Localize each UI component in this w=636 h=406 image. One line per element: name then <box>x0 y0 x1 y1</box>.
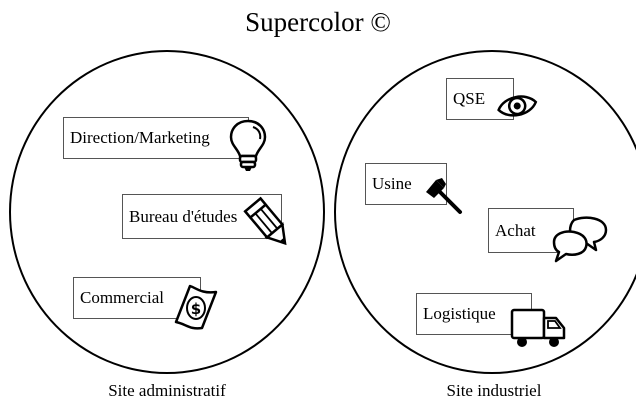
pencil-icon <box>243 196 296 250</box>
svg-text:$: $ <box>191 300 201 318</box>
money-icon: $ <box>174 284 218 332</box>
site-administratif-circle <box>9 50 325 374</box>
node-label: Bureau d'études <box>129 206 238 226</box>
hammer-icon <box>422 176 464 216</box>
site-industriel-circle <box>334 50 636 374</box>
node-label: Logistique <box>423 304 496 323</box>
site-industriel-label: Site industriel <box>446 381 542 400</box>
site-administratif-label: Site administratif <box>108 381 226 400</box>
speech-bubbles-icon <box>550 216 612 264</box>
diagram-title: Supercolor © <box>245 7 391 37</box>
node-label: Direction/Marketing <box>70 128 210 147</box>
node-commercial: Commercial <box>73 277 201 319</box>
node-direction-marketing: Direction/Marketing <box>63 117 249 159</box>
truck-icon <box>510 306 566 350</box>
node-label: Commercial <box>80 288 165 307</box>
eye-icon <box>496 88 538 122</box>
node-label: QSE <box>453 89 486 108</box>
node-label: Achat <box>495 220 536 240</box>
node-label: Usine <box>372 174 412 193</box>
lightbulb-icon <box>228 118 268 172</box>
